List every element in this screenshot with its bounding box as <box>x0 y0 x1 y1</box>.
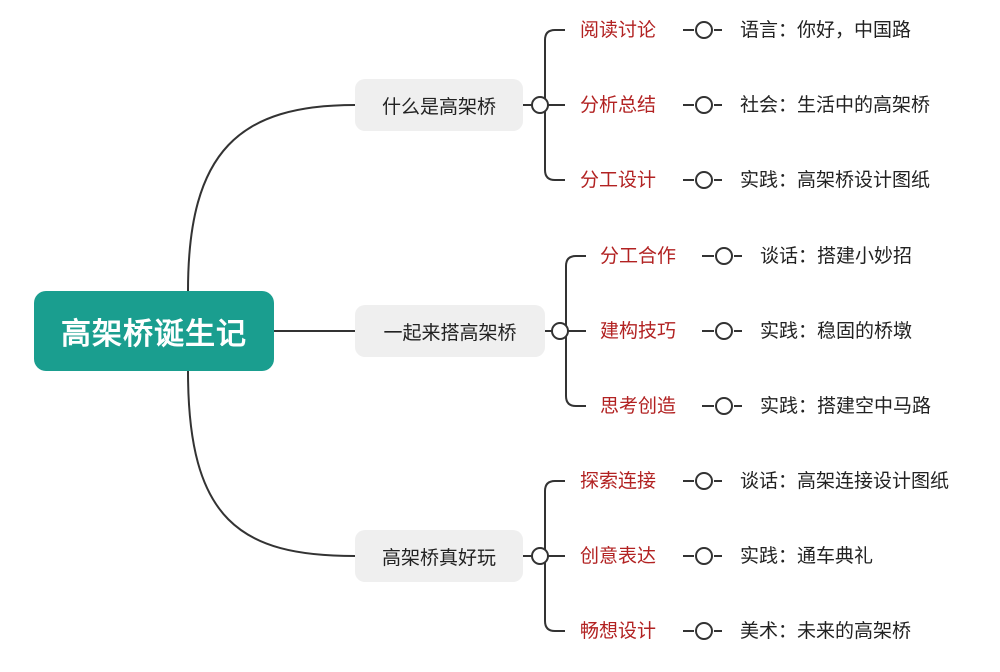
branch-1-junction <box>531 96 549 114</box>
leaf-junction <box>695 96 713 114</box>
branch-node: 什么是高架桥 <box>355 79 523 131</box>
root-to-branch-3-line <box>187 370 356 557</box>
leaf-junction <box>715 247 733 265</box>
leaf-junction <box>695 21 713 39</box>
root-node: 高架桥诞生记 <box>34 291 274 371</box>
leaf-detail: 实践：稳固的桥墩 <box>760 320 913 342</box>
branch-3-junction <box>531 547 549 565</box>
leaf-detail: 实践：通车典礼 <box>740 545 874 567</box>
leaf-detail: 美术：未来的高架桥 <box>740 620 912 642</box>
leaf-title: 分工设计 <box>580 169 657 191</box>
leaf-detail: 社会：生活中的高架桥 <box>740 94 931 116</box>
leaf-detail: 谈话：高架连接设计图纸 <box>740 470 950 492</box>
leaf-detail: 语言：你好，中国路 <box>740 19 912 41</box>
root-to-branch-1-line <box>187 104 356 292</box>
leaf-junction <box>715 322 733 340</box>
branch-1-bracket <box>544 29 565 181</box>
branch-2-junction <box>551 322 569 340</box>
leaf-title: 探索连接 <box>580 470 657 492</box>
leaf-detail: 实践：搭建空中马路 <box>760 395 932 417</box>
leaf-junction <box>715 397 733 415</box>
leaf-detail: 谈话：搭建小妙招 <box>760 245 913 267</box>
leaf-junction <box>695 622 713 640</box>
leaf-junction <box>695 472 713 490</box>
branch-3-bracket <box>544 480 565 632</box>
leaf-title: 阅读讨论 <box>580 19 657 41</box>
leaf-junction <box>695 547 713 565</box>
leaf-detail: 实践：高架桥设计图纸 <box>740 169 931 191</box>
leaf-title: 分工合作 <box>600 245 677 267</box>
branch-2-bracket <box>565 255 586 407</box>
branch-node: 高架桥真好玩 <box>355 530 523 582</box>
branch-node: 一起来搭高架桥 <box>355 305 545 357</box>
leaf-title: 思考创造 <box>600 395 677 417</box>
leaf-title: 创意表达 <box>580 545 657 567</box>
leaf-title: 建构技巧 <box>600 320 677 342</box>
leaf-title: 分析总结 <box>580 94 657 116</box>
leaf-junction <box>695 171 713 189</box>
leaf-title: 畅想设计 <box>580 620 657 642</box>
